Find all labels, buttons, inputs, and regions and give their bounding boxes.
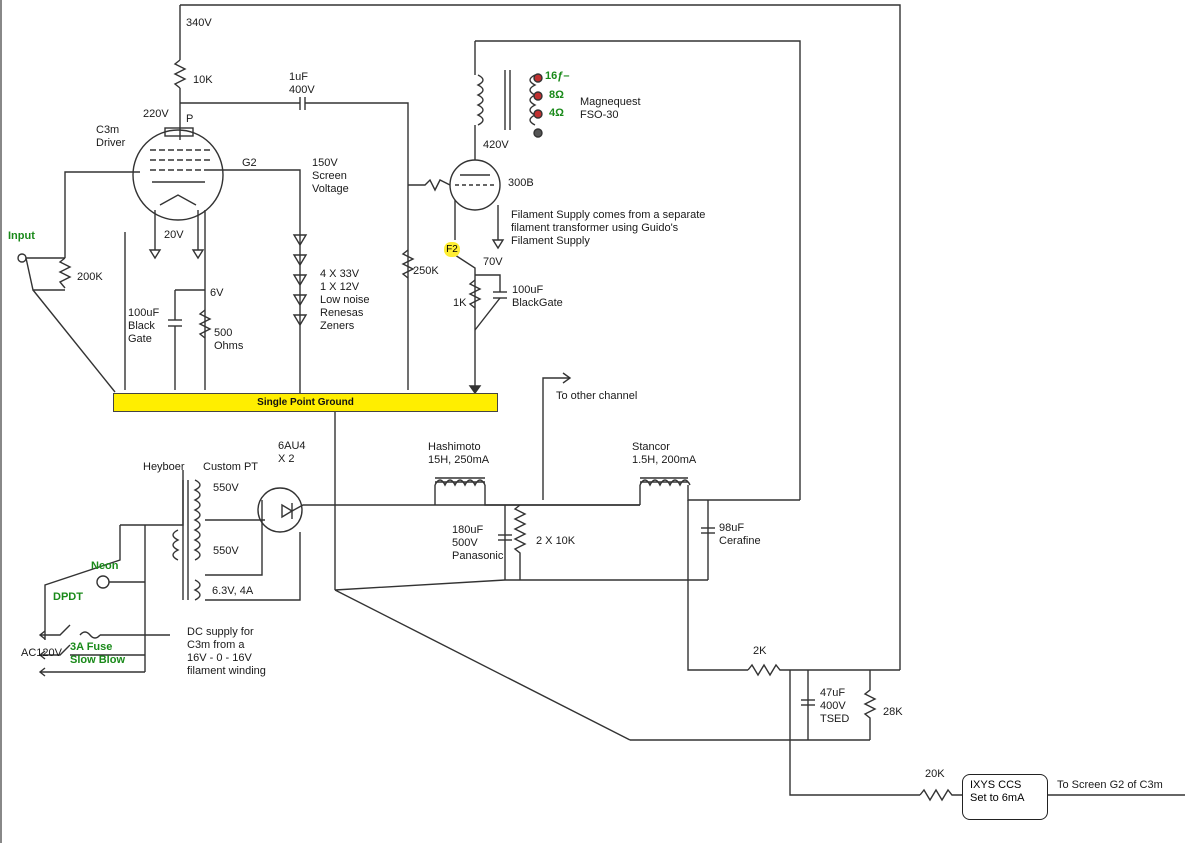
6au4-rectifier-symbol <box>257 487 303 533</box>
secondary-550v-b: 550V <box>213 545 239 557</box>
filter-cap-47-label: 47uF 400V TSED <box>820 687 850 725</box>
secondary-550v-a: 550V <box>213 482 239 494</box>
filter-cap-180-label: 180uF 500V Panasonic <box>452 524 504 562</box>
cerafine-cap-label: 98uF Cerafine <box>719 522 761 547</box>
single-point-ground-bar: Single Point Ground <box>113 393 498 412</box>
ixys-ccs-box: IXYS CCS Set to 6mA <box>962 774 1048 820</box>
bypass-cap-label: 100uF Black Gate <box>128 307 160 345</box>
f2-marker: F2 <box>444 242 460 257</box>
dpdt-label: DPDT <box>53 591 83 603</box>
rectifier-label: 6AU4 X 2 <box>278 440 306 465</box>
tap-8-label: 8Ω <box>549 89 564 101</box>
cathode-20v-label: 20V <box>164 229 184 241</box>
resistor-250k-label: 250K <box>413 265 439 277</box>
resistor-2x10k-label: 2 X 10K <box>536 535 576 547</box>
tube-300b-label: 300B <box>508 177 534 189</box>
heyboer-label: Heyboer <box>143 461 185 473</box>
hashimoto-choke-label: Hashimoto 15H, 250mA <box>428 441 490 466</box>
tap-16-label: 16ƒ– <box>545 70 570 82</box>
fuse-label: 3A Fuse Slow Blow <box>70 641 125 666</box>
b-plus-voltage-label: 340V <box>186 17 212 29</box>
tap-4-label: 4Ω <box>549 107 564 119</box>
input-label: Input <box>8 230 35 242</box>
resistor-20k-label: 20K <box>925 768 945 780</box>
resistor-10k-label: 10K <box>193 74 213 86</box>
dc-supply-note: DC supply for C3m from a 16V - 0 - 16V f… <box>187 626 266 677</box>
coupling-cap-label: 1uF 400V <box>289 71 315 96</box>
cathode-70v-label: 70V <box>483 256 503 268</box>
stancor-choke-label: Stancor 1.5H, 200mA <box>632 441 697 466</box>
resistor-28k-label: 28K <box>883 706 903 718</box>
output-transformer-label: Magnequest FSO-30 <box>580 96 641 121</box>
custom-pt-label: Custom PT <box>203 461 259 473</box>
screen-voltage-label: 150V Screen Voltage <box>312 157 349 195</box>
plate-420v-label: 420V <box>483 139 509 151</box>
neon-label: Neon <box>91 560 119 572</box>
resistor-2k-label: 2K <box>753 645 767 657</box>
resistor-200k-label: 200K <box>77 271 103 283</box>
resistor-500-label: 500 Ohms <box>214 327 244 352</box>
heater-winding-label: 6.3V, 4A <box>212 585 254 597</box>
ac-input-label: AC120V <box>21 647 62 659</box>
other-channel-label: To other channel <box>556 390 638 402</box>
c3m-tube-symbol <box>132 129 224 221</box>
blackgate-cap-label: 100uF BlackGate <box>512 284 563 309</box>
filament-note: Filament Supply comes from a separate fi… <box>511 209 706 247</box>
zener-stack-label: 4 X 33V 1 X 12V Low noise Renesas Zeners <box>320 268 370 332</box>
cathode-6v-label: 6V <box>210 287 224 299</box>
c3m-driver-label: C3m Driver <box>96 124 126 149</box>
plate-voltage-label: 220V <box>143 108 169 120</box>
resistor-1k-label: 1K <box>453 297 467 309</box>
plate-p-label: P <box>186 113 194 125</box>
g2-label: G2 <box>242 157 257 169</box>
to-screen-label: To Screen G2 of C3m <box>1057 779 1163 791</box>
